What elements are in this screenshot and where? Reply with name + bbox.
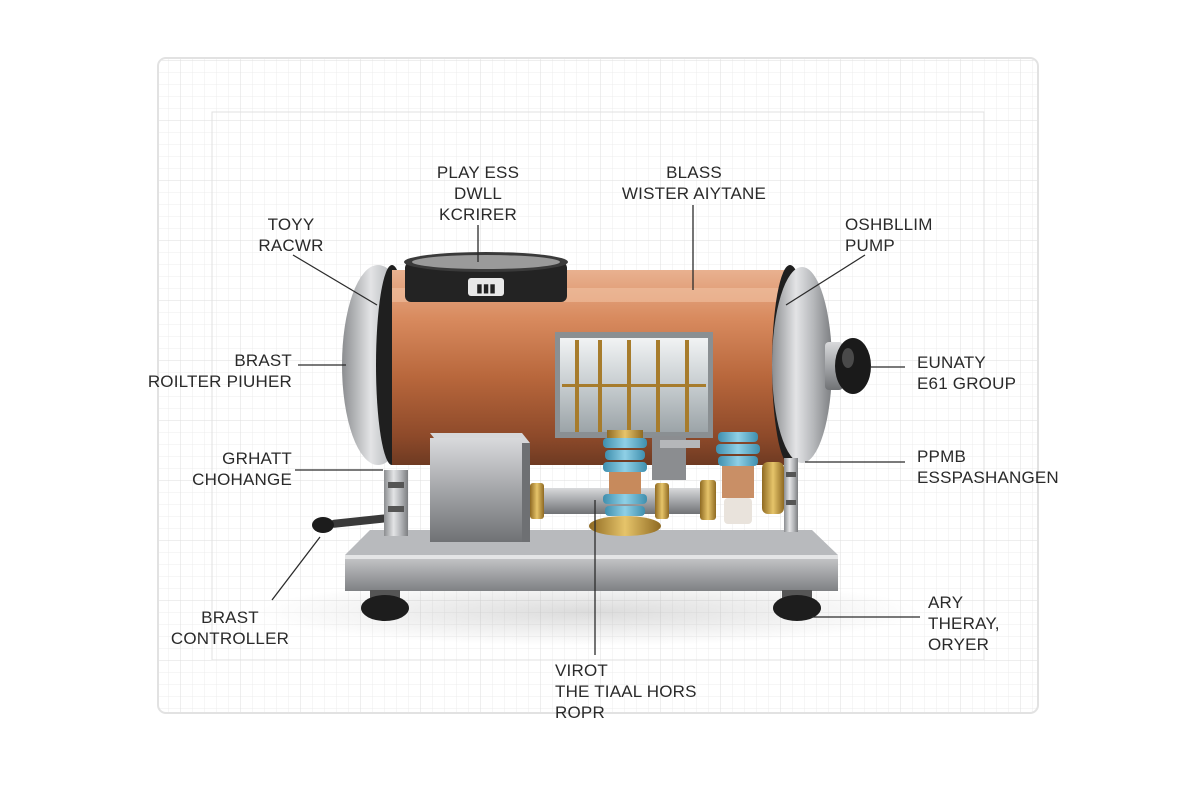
- label-line: WISTER AIYTANE: [621, 184, 767, 203]
- label-line: E61 GROUP: [917, 374, 1017, 393]
- label-wister-aiytane: BLASS WISTER AIYTANE: [610, 162, 778, 204]
- label-line: PUMP: [845, 236, 895, 255]
- label-line: RACWR: [258, 236, 324, 255]
- label-line: THE TIAAL HORS: [555, 682, 697, 701]
- control-knob: [825, 338, 871, 394]
- label-line: GRHATT: [222, 449, 292, 468]
- label-line: OSHBLLIM: [845, 215, 933, 234]
- label-theray-oryer: ARY THERAY, ORYER: [928, 592, 1028, 655]
- label-line: BRAST: [234, 351, 292, 370]
- label-dwll-kcrirer: PLAY ESS DWLL KCRIRER: [418, 162, 538, 225]
- label-line: THERAY,: [928, 614, 1000, 633]
- top-port: ▮▮▮: [404, 252, 568, 302]
- label-roilter-piuher: BRAST ROILTER PIUHER: [130, 350, 292, 392]
- label-line: VIROT: [555, 661, 608, 680]
- label-line: BRAST: [201, 608, 259, 627]
- label-line: PPMB: [917, 447, 966, 466]
- label-e61-group: EUNATY E61 GROUP: [917, 352, 1037, 394]
- right-end-cap: [772, 265, 832, 465]
- label-line: PLAY ESS: [436, 163, 520, 182]
- label-line: ROPR: [555, 703, 605, 722]
- label-line: CHOHANGE: [192, 470, 292, 489]
- floor-shadow: [260, 578, 920, 646]
- label-line: EUNATY: [917, 353, 986, 372]
- control-box: [430, 433, 530, 542]
- label-toyy-racwr: TOYY RACWR: [245, 214, 337, 256]
- base-plate: [345, 530, 838, 591]
- machine-feet: [361, 590, 821, 621]
- label-chohange: GRHATT CHOHANGE: [170, 448, 292, 490]
- label-tiaal-hors: VIROT THE TIAAL HORS ROPR: [555, 660, 705, 723]
- label-line: ARY: [928, 593, 964, 612]
- label-line: ORYER: [928, 635, 990, 654]
- blue-column-left: [589, 430, 661, 536]
- label-line: DWLL: [453, 184, 503, 203]
- label-pump: OSHBLLIM PUMP: [845, 214, 965, 256]
- label-controller: BRAST CONTROLLER: [165, 607, 295, 649]
- svg-text:▮▮▮: ▮▮▮: [476, 281, 496, 295]
- label-line: ROILTER PIUHER: [147, 372, 292, 391]
- right-fittings: [762, 458, 798, 532]
- leader-lines: [271, 205, 920, 655]
- label-line: KCRIRER: [439, 205, 517, 224]
- lever-handle: [312, 470, 408, 536]
- label-line: TOYY: [267, 215, 315, 234]
- label-esspashangen: PPMB ESSPASHANGEN: [917, 446, 1067, 488]
- sight-glass: [555, 332, 713, 438]
- label-line: BLASS: [666, 163, 722, 182]
- blue-column-right: [716, 432, 760, 524]
- label-line: CONTROLLER: [170, 629, 290, 648]
- label-line: ESSPASHANGEN: [917, 468, 1059, 487]
